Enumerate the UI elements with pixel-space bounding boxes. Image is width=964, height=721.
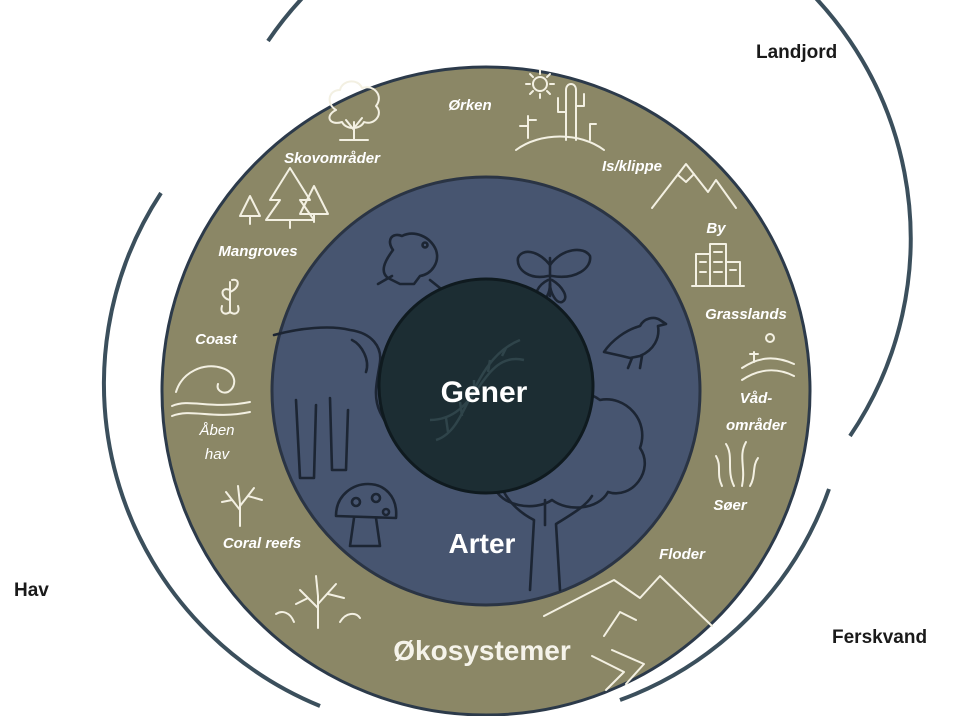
lakes-label: Søer [713, 497, 748, 514]
arc-sea [101, 191, 321, 708]
genes-label: Gener [441, 376, 528, 409]
species-label: Arter [449, 528, 516, 559]
seaweed-icon [715, 441, 759, 487]
mangrove-plant-icon [220, 278, 240, 315]
realm-arcs [101, 0, 913, 708]
arc-land [266, 0, 913, 438]
dead-tree-icon [221, 485, 263, 527]
city-buildings-icon [691, 243, 745, 287]
wave-icon [171, 365, 251, 417]
frog-icon [376, 232, 442, 290]
realm-freshwater-label: Ferskvand [832, 627, 928, 648]
genes-disc [377, 277, 595, 495]
mountains-icon [651, 163, 737, 209]
arc-freshwater [619, 488, 831, 702]
mushroom-icon [334, 482, 398, 548]
grasslands-label: Grasslands [705, 306, 787, 323]
realm-sea-label: Hav [14, 580, 49, 601]
coral-icon [275, 575, 361, 629]
open-sea-label-line1: Åben [198, 422, 234, 439]
wetlands-label-line1: Våd- [740, 390, 773, 407]
city-label: By [706, 220, 726, 237]
ice-cliff-label: Is/klippe [602, 158, 662, 175]
dna-icon [429, 338, 525, 442]
rivers-label: Floder [659, 546, 706, 563]
wetlands-label-line2: områder [726, 417, 787, 434]
coast-label: Coast [195, 331, 238, 348]
ecosystems-label: Økosystemer [393, 635, 571, 666]
pine-trees-icon [239, 167, 329, 229]
bird-icon [602, 316, 668, 370]
mangroves-label: Mangroves [218, 243, 297, 260]
deciduous-tree-icon [328, 80, 380, 141]
realm-land-label: Landjord [756, 42, 838, 63]
grassland-icon [741, 333, 795, 381]
river-mountains-icon [543, 575, 713, 691]
cactus-sun-icon [515, 69, 605, 151]
coral-reefs-label: Coral reefs [223, 535, 301, 552]
desert-label: Ørken [448, 97, 491, 114]
forests-label: Skovområder [284, 150, 381, 167]
open-sea-label-line2: hav [205, 446, 231, 463]
